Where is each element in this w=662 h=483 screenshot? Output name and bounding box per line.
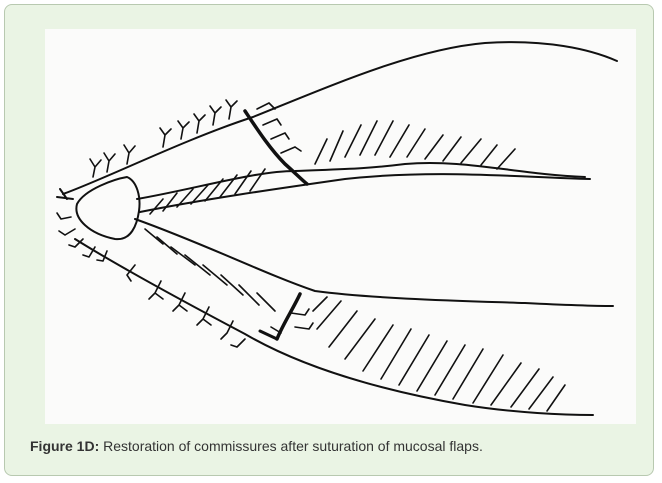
caption-text: Restoration of commissures after suturat… bbox=[99, 438, 483, 454]
caption-label: Figure 1D: bbox=[30, 438, 99, 454]
oral-opening-upper-edge bbox=[140, 174, 590, 212]
figure-frame: Figure 1D: Restoration of commissures af… bbox=[4, 4, 654, 476]
commissure-flap bbox=[76, 177, 139, 239]
upper-lip-inner-line bbox=[137, 163, 585, 199]
lower-lip-inner-line bbox=[135, 219, 613, 306]
figure-caption: Figure 1D: Restoration of commissures af… bbox=[30, 438, 640, 454]
lower-lip-outer-contour bbox=[75, 239, 593, 415]
lower-mucosa-hatching bbox=[145, 229, 565, 411]
lip-suture-drawing bbox=[45, 29, 636, 424]
surgical-illustration bbox=[45, 29, 636, 424]
upper-lip-outer-contour bbox=[63, 42, 617, 194]
